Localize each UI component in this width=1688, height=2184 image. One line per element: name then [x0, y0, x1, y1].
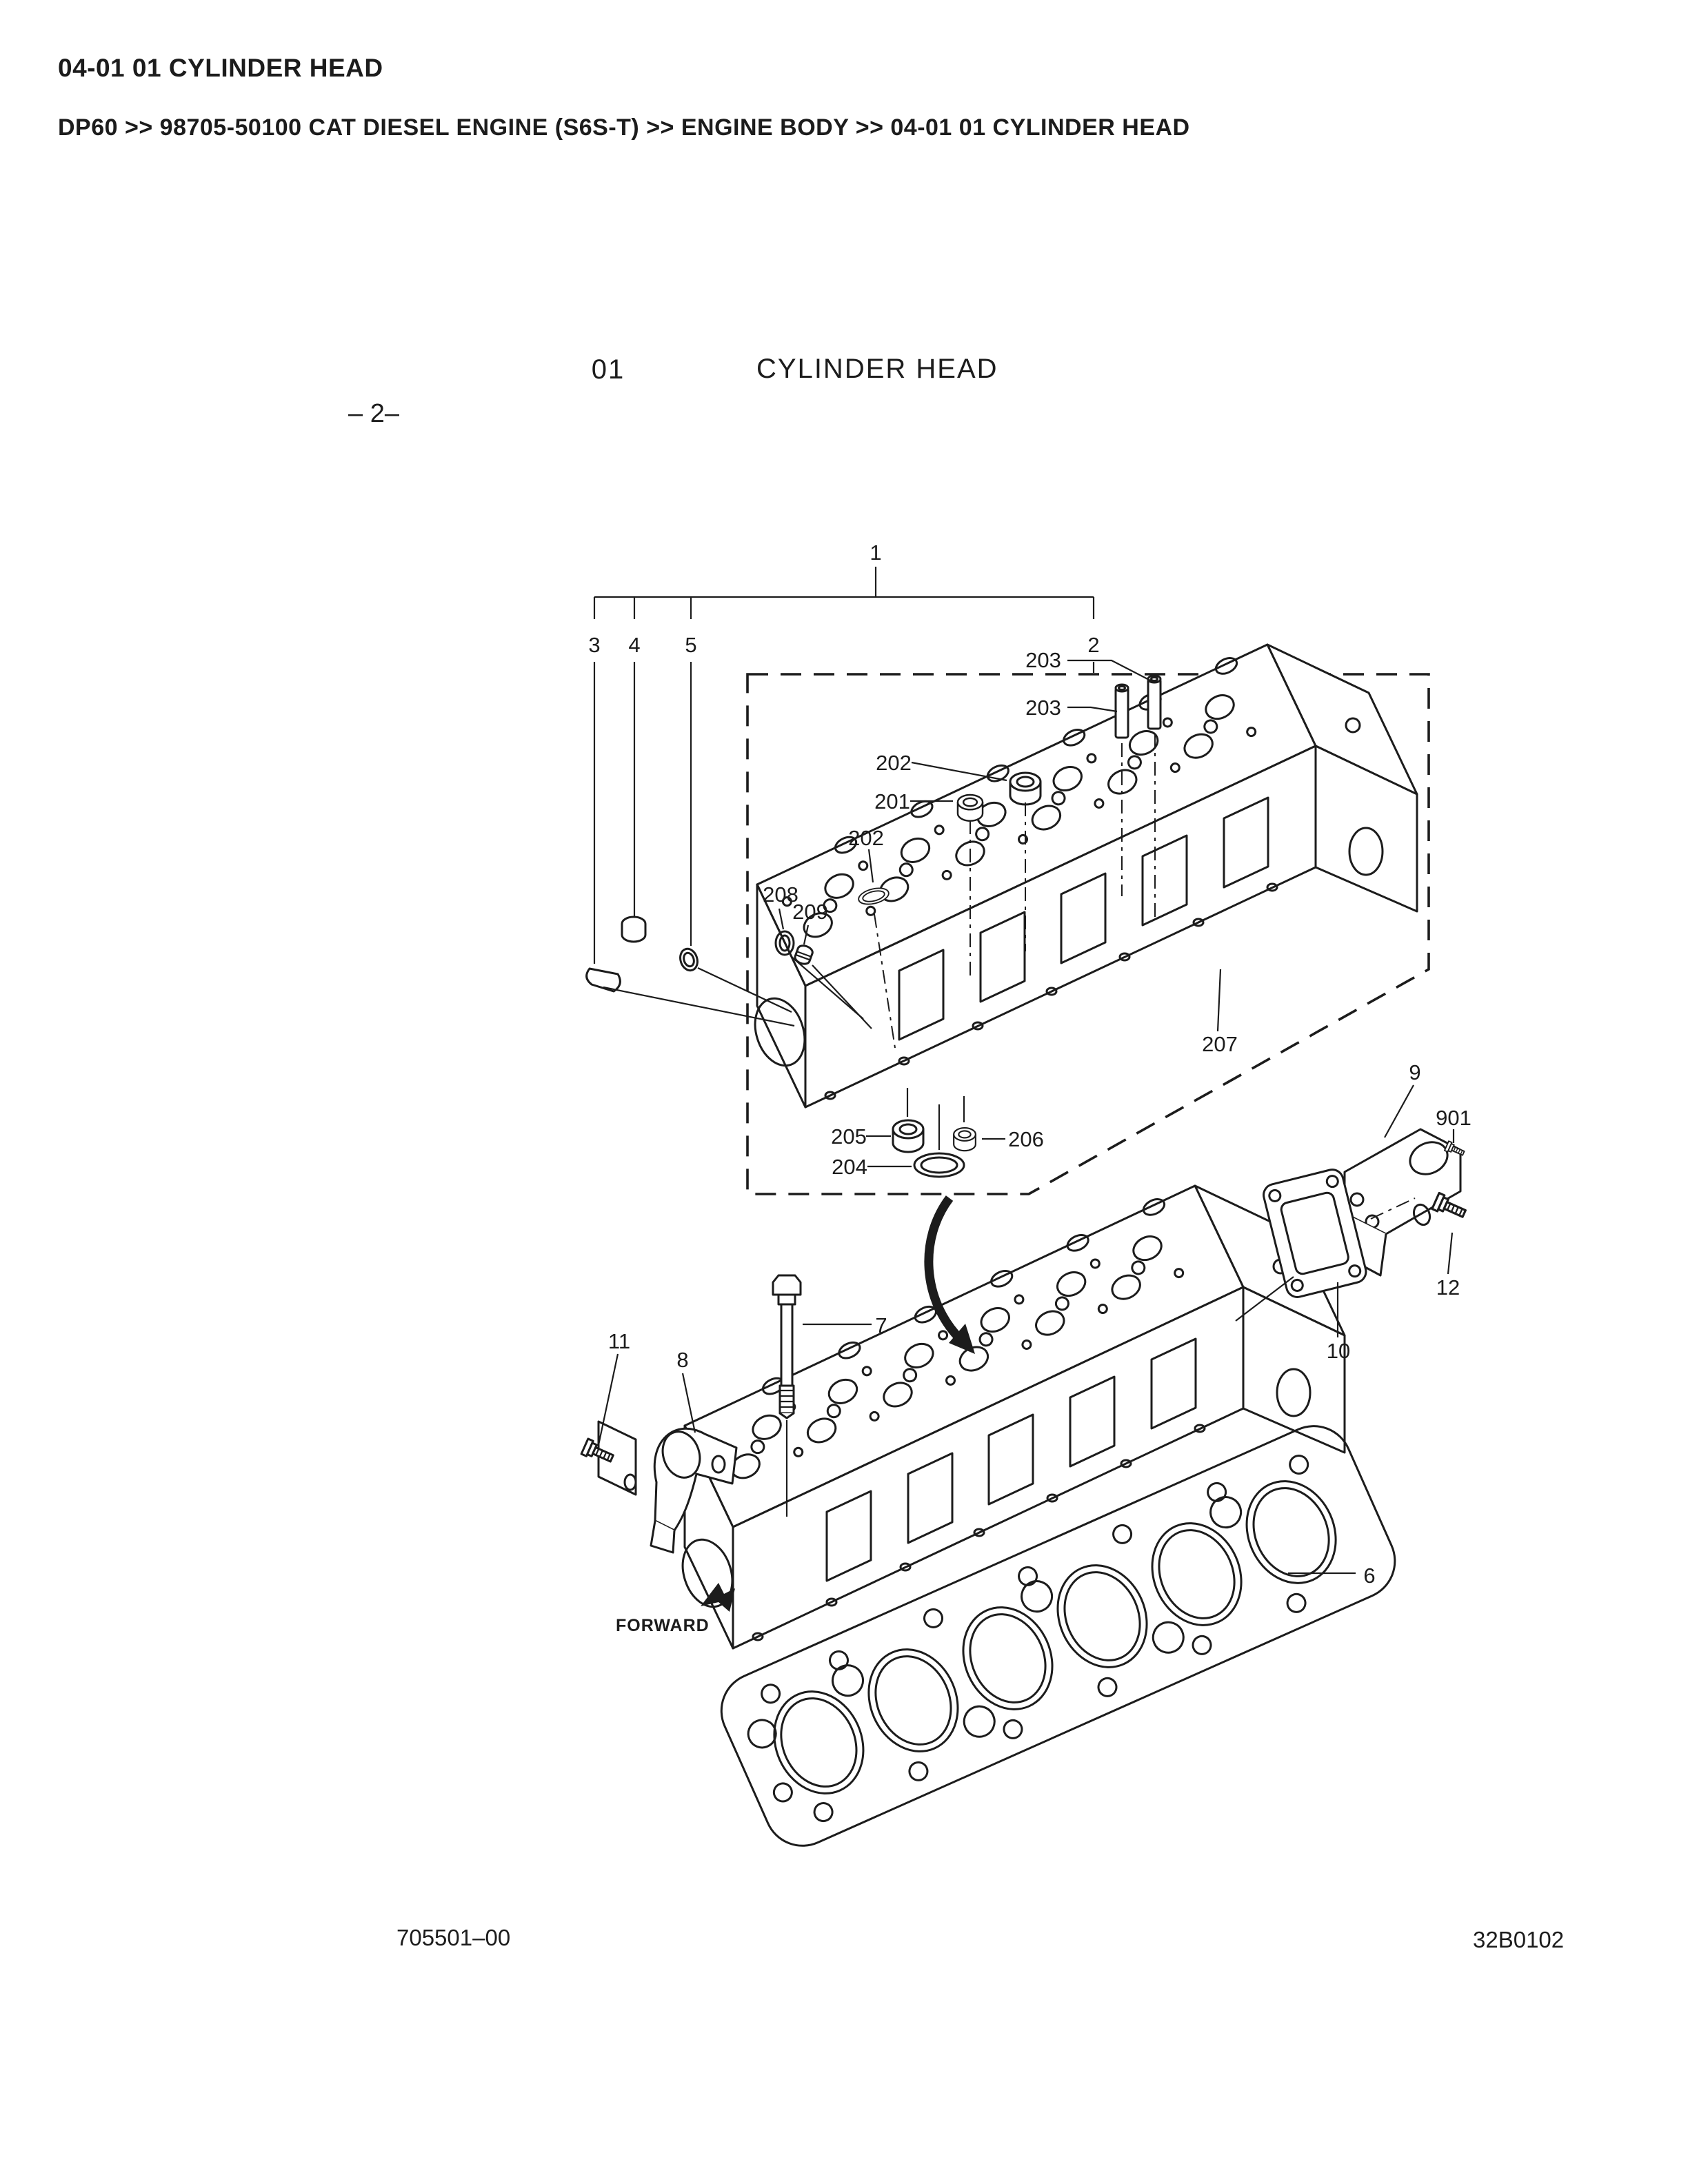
- callout-leader-lines: [593, 567, 1455, 1575]
- part-10-gasket: [1263, 1169, 1367, 1298]
- part-201-seal: [956, 793, 984, 822]
- callout-8: 8: [676, 1348, 688, 1372]
- part-208-ring: [774, 930, 795, 956]
- callout-2: 2: [1087, 633, 1099, 657]
- part-203-valve-guide-left: [1114, 683, 1129, 739]
- footer-doc-number: 705501–00: [396, 1925, 511, 1950]
- part-5-ring: [679, 947, 699, 972]
- footer-figure-code: 32B0102: [1473, 1927, 1565, 1952]
- part-12-bolt: [1412, 1191, 1469, 1226]
- callout-9: 9: [1409, 1060, 1420, 1084]
- part-202-seal-upper: [1009, 771, 1042, 806]
- assembly-center-lines: [874, 734, 1156, 1049]
- callout-205: 205: [831, 1124, 867, 1149]
- figure-number: 01: [592, 354, 625, 385]
- assembly-direction-arrow: [924, 1195, 975, 1354]
- callout-204: 204: [832, 1155, 867, 1179]
- forward-arrow-icon: [701, 1583, 735, 1612]
- callout-202a: 202: [876, 751, 912, 775]
- callout-numbers: 1 3 4 5 2 203 203 202 201 202 208 209 20…: [588, 540, 1471, 1588]
- callout-3: 3: [588, 633, 600, 657]
- part-209-plug: [794, 944, 814, 965]
- part-203-valve-guide-right: [1147, 674, 1162, 730]
- callout-1: 1: [870, 540, 881, 565]
- part-205-washer: [892, 1119, 925, 1153]
- loose-parts: [580, 674, 1469, 1554]
- part-204-oring: [913, 1152, 965, 1178]
- callout-203a: 203: [1025, 648, 1061, 672]
- breadcrumb: DP60 >> 98705-50100 CAT DIESEL ENGINE (S…: [58, 114, 1190, 141]
- part-4-plug: [621, 916, 647, 943]
- callout-201: 201: [874, 789, 910, 813]
- callout-203b: 203: [1025, 696, 1061, 720]
- callout-6: 6: [1363, 1564, 1375, 1588]
- section-title: 04-01 01 CYLINDER HEAD: [58, 54, 383, 82]
- callout-5: 5: [685, 633, 696, 657]
- figure-title: CYLINDER HEAD: [756, 354, 998, 384]
- forward-marker: FORWARD: [616, 1583, 735, 1635]
- part-206-cup: [953, 1126, 976, 1152]
- head-gasket-part-6: [720, 1425, 1396, 1847]
- callout-12: 12: [1436, 1275, 1460, 1300]
- callout-10: 10: [1327, 1339, 1350, 1363]
- callout-202b: 202: [848, 826, 884, 850]
- callout-207: 207: [1202, 1032, 1238, 1056]
- callout-7: 7: [875, 1313, 887, 1337]
- callout-4: 4: [628, 633, 640, 657]
- part-11-bolt: [580, 1420, 637, 1496]
- forward-label: FORWARD: [616, 1616, 710, 1635]
- callout-11: 11: [608, 1329, 630, 1353]
- figure-caption: 01 CYLINDER HEAD – 2–: [348, 354, 998, 428]
- cylinder-head-upper-view: [747, 645, 1417, 1107]
- part-3-plug: [585, 967, 621, 993]
- callout-206: 206: [1008, 1127, 1044, 1151]
- callout-209: 209: [792, 900, 828, 924]
- cylinder-head-lower-view: [674, 1186, 1345, 1648]
- part-8-bracket: [650, 1427, 738, 1554]
- callout-901: 901: [1436, 1106, 1471, 1130]
- callout-208: 208: [763, 882, 798, 907]
- page-marker: – 2–: [348, 399, 400, 428]
